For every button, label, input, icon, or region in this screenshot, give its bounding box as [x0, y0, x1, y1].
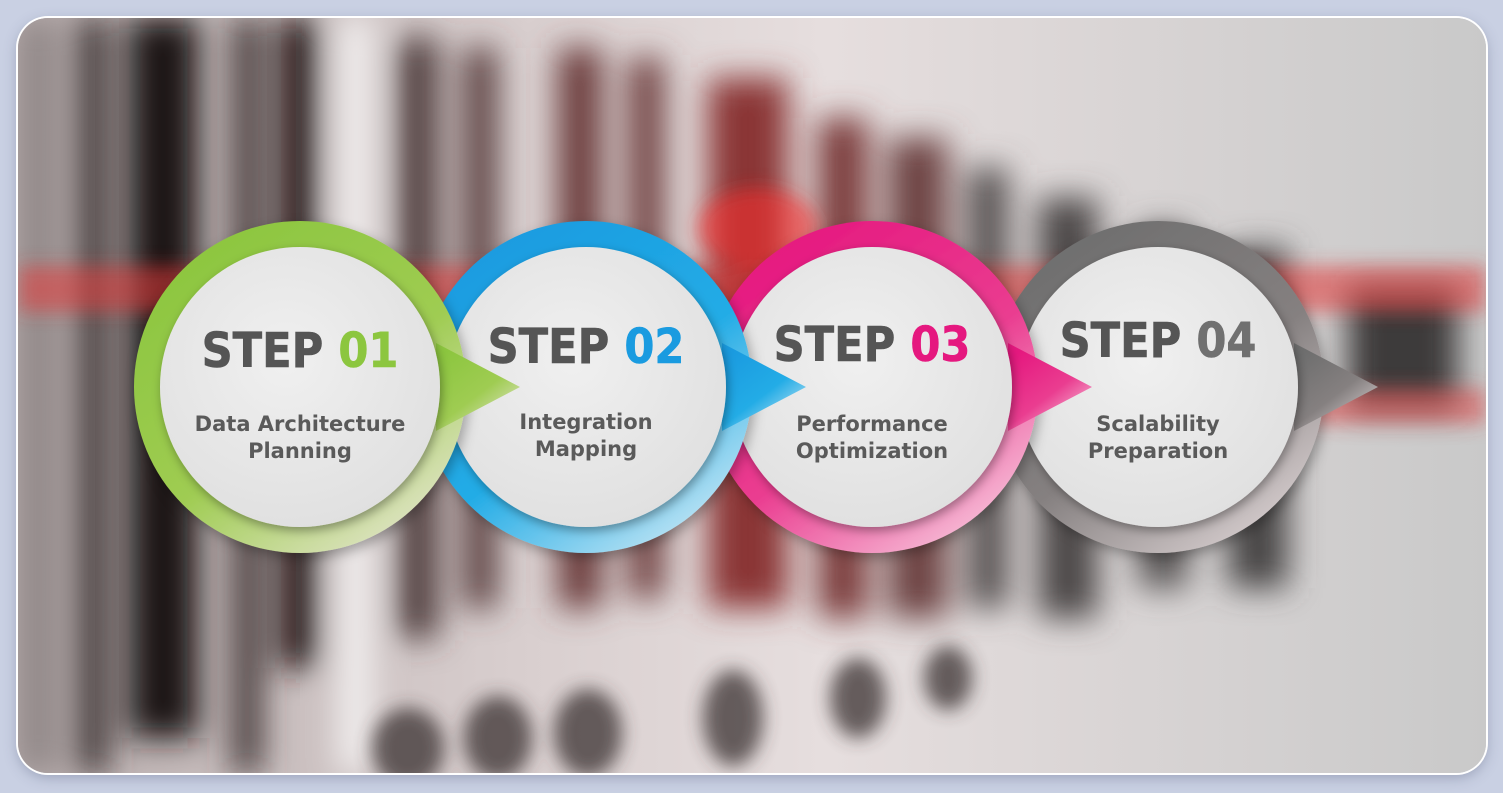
step-2-number: 02 — [624, 319, 684, 375]
step-4-label-line-1: Scalability — [1096, 412, 1220, 436]
step-2-inner-circle — [446, 247, 726, 527]
step-3-prefix: STEP — [774, 317, 911, 373]
step-4-label-line-2: Preparation — [1088, 439, 1228, 463]
step-2-pointer-arrow — [722, 343, 806, 431]
step-3-inner-circle — [732, 247, 1012, 527]
step-3-label-line-1: Performance — [796, 412, 948, 436]
step-1-title: STEP 01 — [202, 323, 399, 379]
step-1-inner-circle — [160, 247, 440, 527]
step-4-number: 04 — [1196, 313, 1256, 369]
step-3-pointer-arrow — [1008, 343, 1092, 431]
step-3-label-line-2: Optimization — [796, 439, 948, 463]
step-4-prefix: STEP — [1060, 313, 1197, 369]
step-1-prefix: STEP — [202, 323, 339, 379]
step-1-number: 01 — [338, 323, 398, 379]
step-4-inner-circle — [1018, 247, 1298, 527]
step-4-title: STEP 04 — [1060, 313, 1257, 369]
step-1-label-line-1: Data Architecture — [195, 412, 406, 436]
step-2-prefix: STEP — [488, 319, 625, 375]
step-3-number: 03 — [910, 317, 970, 373]
step-4-pointer-arrow — [1294, 343, 1378, 431]
step-1-pointer-arrow — [436, 343, 520, 431]
step-2-label-line-1: Integration — [519, 410, 652, 434]
step-3-title: STEP 03 — [774, 317, 971, 373]
step-2-title: STEP 02 — [488, 319, 685, 375]
step-2-label-line-2: Mapping — [535, 437, 637, 461]
step-1-label-line-2: Planning — [248, 439, 352, 463]
